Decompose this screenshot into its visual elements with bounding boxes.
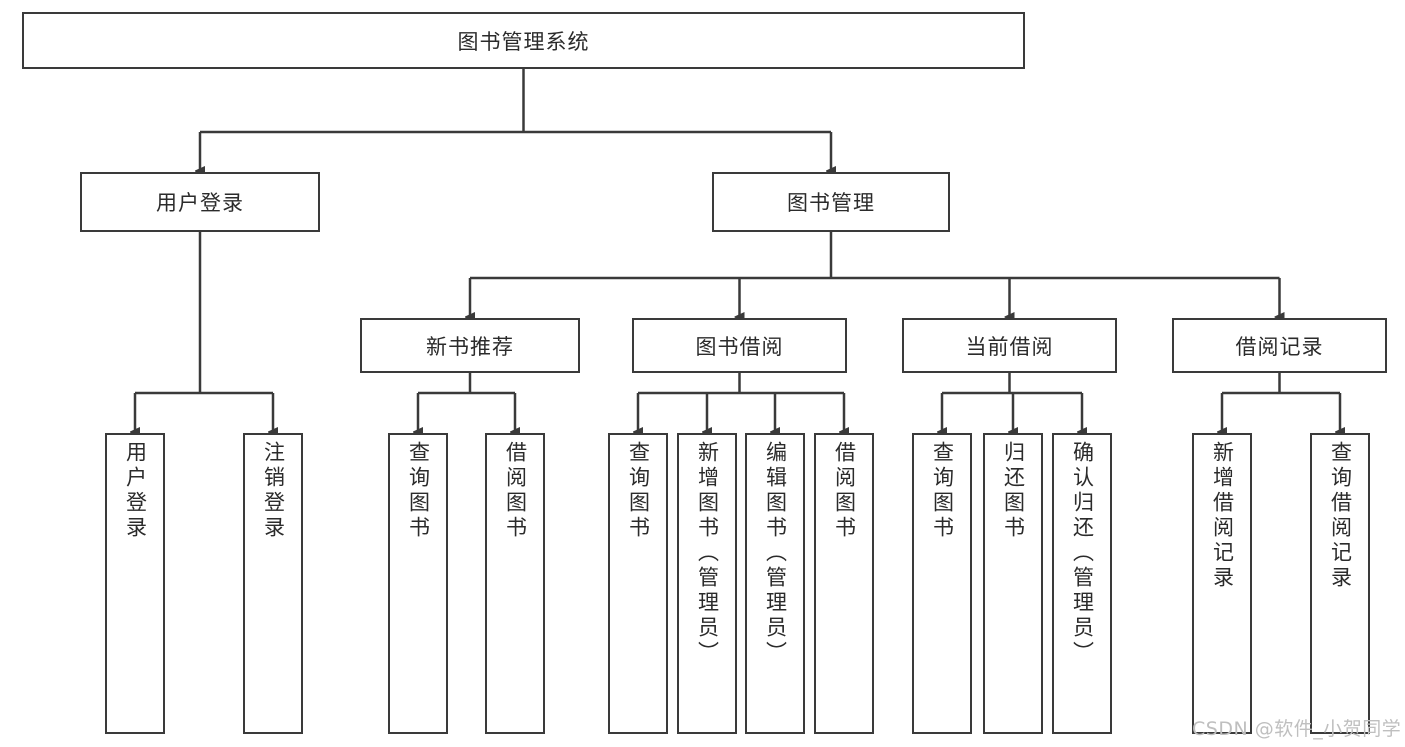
node-leaf-query-book-1[interactable]: 查询图书 (388, 433, 448, 734)
node-label: 图书管理 (787, 191, 875, 215)
node-leaf-borrow-book-1[interactable]: 借阅图书 (485, 433, 545, 734)
node-label: 确认归还（管理员） (1070, 441, 1095, 666)
node-leaf-add-record[interactable]: 新增借阅记录 (1192, 433, 1252, 734)
node-book-manage[interactable]: 图书管理 (712, 172, 950, 232)
node-label: 归还图书 (1001, 441, 1026, 541)
node-leaf-confirm-return[interactable]: 确认归还（管理员） (1052, 433, 1112, 734)
node-label: 查询借阅记录 (1328, 441, 1353, 591)
node-label: 查询图书 (626, 441, 651, 541)
node-leaf-return-book[interactable]: 归还图书 (983, 433, 1043, 734)
node-label: 图书借阅 (695, 334, 784, 359)
node-leaf-add-book[interactable]: 新增图书（管理员） (677, 433, 737, 734)
node-label: 查询图书 (930, 441, 955, 541)
watermark-text: CSDN @软件_小贺同学 (1192, 718, 1402, 740)
node-label: 新增图书（管理员） (695, 441, 720, 666)
node-label: 新书推荐 (426, 334, 514, 359)
node-label: 用户登录 (123, 441, 148, 541)
node-leaf-query-book-2[interactable]: 查询图书 (608, 433, 668, 734)
node-root[interactable]: 图书管理系统 (22, 12, 1025, 69)
node-leaf-edit-book[interactable]: 编辑图书（管理员） (745, 433, 805, 734)
node-label: 编辑图书（管理员） (763, 441, 788, 666)
node-label: 借阅图书 (832, 441, 857, 541)
node-new-book-rec[interactable]: 新书推荐 (360, 318, 580, 373)
node-label: 借阅图书 (503, 441, 528, 541)
node-label: 查询图书 (406, 441, 431, 541)
node-current-borrow[interactable]: 当前借阅 (902, 318, 1117, 373)
node-leaf-borrow-book-2[interactable]: 借阅图书 (814, 433, 874, 734)
node-label: 借阅记录 (1235, 334, 1324, 359)
node-label: 注销登录 (261, 441, 286, 541)
node-label: 用户登录 (156, 191, 244, 215)
node-leaf-query-book-3[interactable]: 查询图书 (912, 433, 972, 734)
node-book-borrow[interactable]: 图书借阅 (632, 318, 847, 373)
node-leaf-user-logout[interactable]: 注销登录 (243, 433, 303, 734)
node-label: 图书管理系统 (457, 29, 590, 54)
node-leaf-query-record[interactable]: 查询借阅记录 (1310, 433, 1370, 734)
node-user-login[interactable]: 用户登录 (80, 172, 320, 232)
node-label: 当前借阅 (965, 334, 1054, 359)
node-borrow-record[interactable]: 借阅记录 (1172, 318, 1387, 373)
node-leaf-user-login[interactable]: 用户登录 (105, 433, 165, 734)
node-label: 新增借阅记录 (1210, 441, 1235, 591)
